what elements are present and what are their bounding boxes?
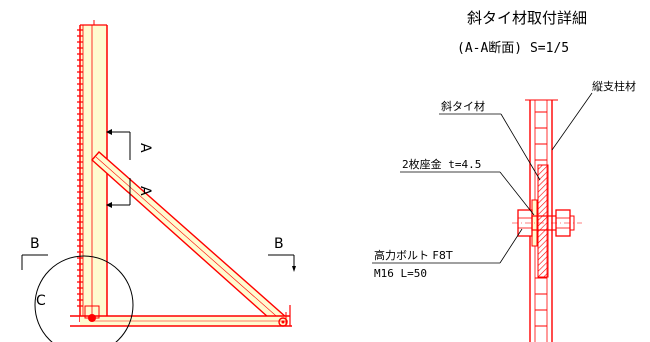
right-detail: 斜タイ材取付詳細 (A-A断面) S=1/5 [372,9,636,342]
section-a-lower-label: A [137,186,153,196]
washer-label: 2枚座金 t=4.5 [402,157,481,171]
diagonal-tie [91,151,289,327]
bolt-size-label: M16 L=50 [374,267,427,280]
left-elevation: A A B B C [21,20,296,342]
post-perforation [77,29,83,307]
section-b-right-label: B [274,236,284,252]
detail-title: 斜タイ材取付詳細 [467,9,587,27]
diagonal-tie-section [537,164,549,278]
section-b-marks [21,254,296,272]
section-a-upper-label: A [137,143,153,153]
detail-subtitle: (A-A断面) S=1/5 [457,41,569,56]
detail-c-label: C [36,293,46,309]
diagonal-tie-label: 斜タイ材 [441,99,485,113]
bolt-label: 高力ボルト F8T [374,248,453,262]
vertical-post-label: 縦支柱材 [592,79,636,93]
vertical-post [77,20,108,322]
leader-lines [372,92,593,264]
base-member [70,305,292,327]
section-a-marks [106,129,131,208]
detail-c-circle [34,255,134,342]
section-b-left-label: B [30,236,40,252]
